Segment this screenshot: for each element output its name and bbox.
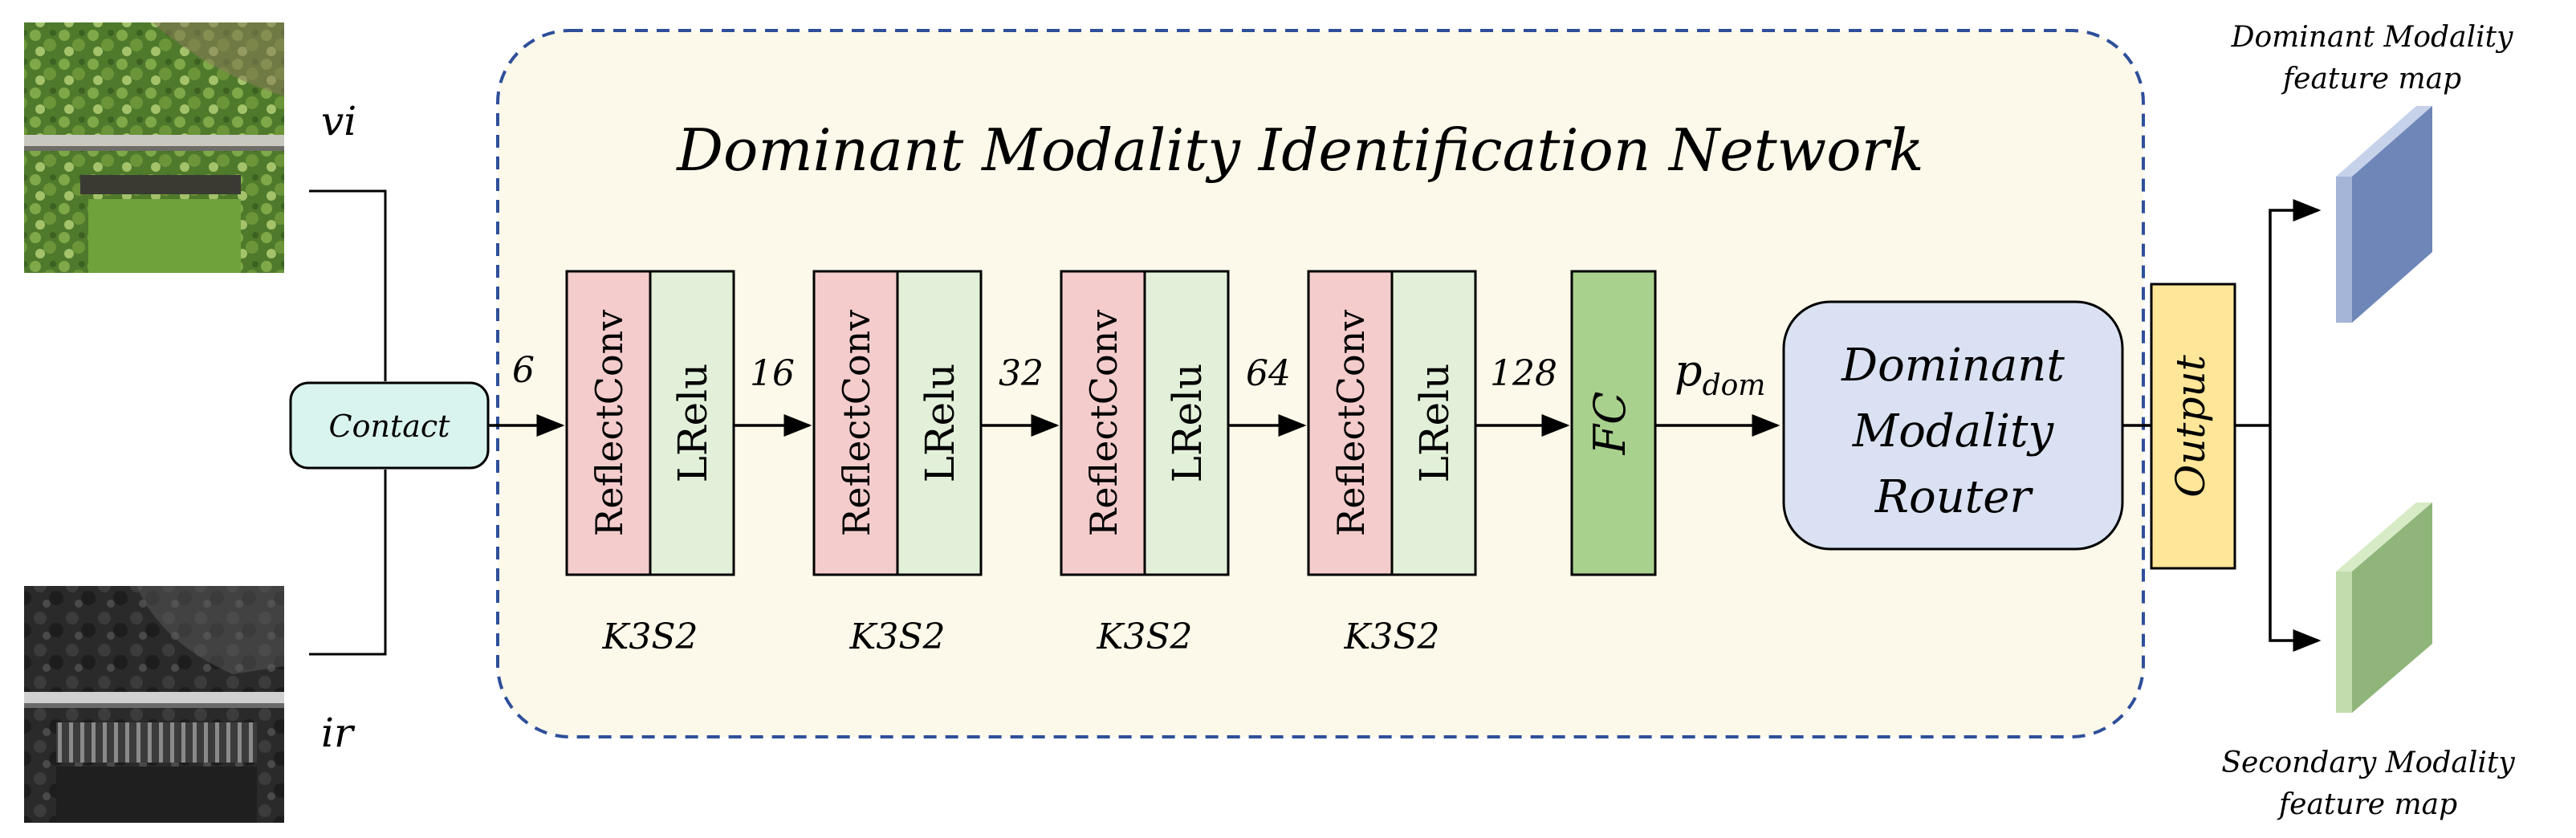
conv-block-4: ReflectConv LRelu K3S2 <box>1307 270 1477 657</box>
secondary-feature-map <box>2336 502 2432 713</box>
reflectconv-label: ReflectConv <box>1082 310 1125 537</box>
network-title: Dominant Modality Identification Network <box>675 116 1923 184</box>
reflectconv-label: ReflectConv <box>835 310 878 537</box>
vi-label: vi <box>321 98 356 144</box>
channel-label-6: 6 <box>512 350 535 391</box>
p-dom-label: pdom <box>1675 345 1765 402</box>
input-connector <box>309 189 387 656</box>
reflectconv-box <box>565 270 652 576</box>
reflectconv-label: ReflectConv <box>588 310 631 537</box>
lrelu-box <box>896 270 983 576</box>
conv-block-2: ReflectConv LRelu K3S2 <box>812 270 983 657</box>
kernel-label: K3S2 <box>1096 616 1192 657</box>
concat-label: Contact <box>329 409 451 444</box>
lrelu-label: LRelu <box>1164 364 1211 483</box>
router-label-line-2: Modality <box>1852 405 2055 458</box>
router-label-line-1: Dominant <box>1841 340 2065 392</box>
conv-block-3: ReflectConv LRelu K3S2 <box>1060 270 1230 657</box>
channel-label-32: 32 <box>999 353 1044 394</box>
reflectconv-box <box>812 270 899 576</box>
reflectconv-label: ReflectConv <box>1329 310 1373 537</box>
router-label-line-3: Router <box>1874 471 2034 523</box>
kernel-label: K3S2 <box>1343 616 1439 657</box>
reflectconv-box <box>1060 270 1146 576</box>
dominant-feature-map <box>2336 106 2432 323</box>
dominant-map-label-line-1: Dominant Modality <box>2231 21 2513 54</box>
conv-block-1: ReflectConv LRelu K3S2 <box>565 270 735 657</box>
output-split-arrows <box>2235 199 2322 652</box>
lrelu-box <box>1390 270 1477 576</box>
kernel-label: K3S2 <box>601 616 698 657</box>
ir-label: ir <box>321 710 356 756</box>
output-box <box>2150 283 2236 570</box>
fc-box <box>1570 270 1657 576</box>
infrared-image <box>24 586 284 823</box>
channel-label-128: 128 <box>1490 353 1557 394</box>
channel-label-64: 64 <box>1246 353 1291 394</box>
kernel-label: K3S2 <box>848 616 945 657</box>
lrelu-label: LRelu <box>1411 364 1458 483</box>
fc-label: FC <box>1585 392 1635 456</box>
channel-label-16: 16 <box>750 353 795 394</box>
secondary-map-label-line-1: Secondary Modality <box>2221 746 2515 779</box>
lrelu-box <box>649 270 735 576</box>
reflectconv-box <box>1307 270 1394 576</box>
visible-image <box>24 22 284 273</box>
lrelu-label: LRelu <box>669 364 716 483</box>
output-label: Output <box>2167 354 2214 497</box>
lrelu-box <box>1143 270 1230 576</box>
lrelu-label: LRelu <box>917 364 963 483</box>
secondary-map-label-line-2: feature map <box>2277 788 2457 821</box>
dominant-map-label-line-2: feature map <box>2281 63 2461 96</box>
